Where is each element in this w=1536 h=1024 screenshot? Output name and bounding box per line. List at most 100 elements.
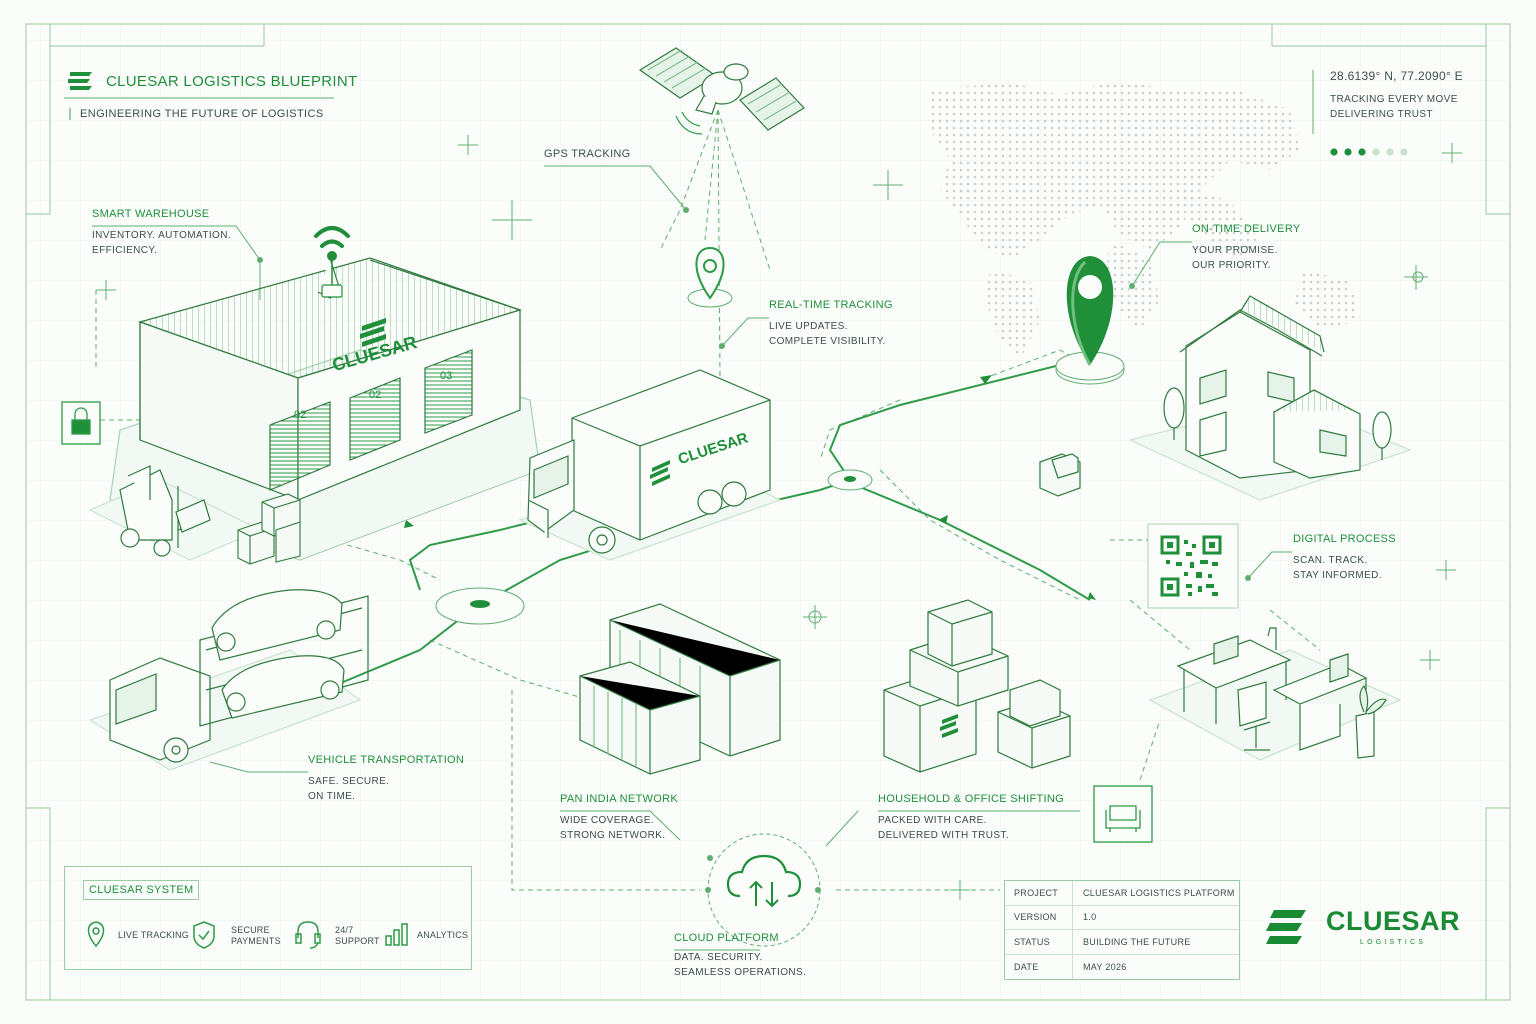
callout-heading: DIGITAL PROCESS — [1293, 533, 1396, 545]
pan-india-network-callout: PAN INDIA NETWORK WIDE COVERAGE. STRONG … — [560, 793, 678, 843]
callout-text: YOUR PROMISE. OUR PRIORITY. — [1192, 243, 1301, 273]
progress-dot — [1400, 148, 1408, 156]
gps-pin-icon — [695, 246, 725, 300]
callout-text: DATA. SECURITY. SEAMLESS OPERATIONS. — [674, 950, 806, 980]
sofa-icon — [1093, 785, 1153, 843]
callout-line-1: SAFE. SECURE. — [308, 776, 390, 787]
page-title: CLUESAR LOGISTICS BLUEPRINT — [106, 73, 358, 90]
office-illustration — [1148, 627, 1402, 761]
callout-text: WIDE COVERAGE. STRONG NETWORK. — [560, 813, 678, 843]
coordinates-tagline: TRACKING EVERY MOVE DELIVERING TRUST — [1330, 92, 1458, 122]
progress-dot — [1358, 148, 1366, 156]
cloud-platform-callout: CLOUD PLATFORM DATA. SECURITY. SEAMLESS … — [674, 932, 806, 980]
outer-frame — [25, 23, 1511, 1001]
brand-logo-wordmark: CLUESAR — [1326, 906, 1461, 936]
door-label-1: 02 — [294, 409, 307, 421]
boxes-illustration — [237, 493, 301, 565]
wifi-icon — [314, 226, 350, 298]
forklift-illustration — [88, 465, 262, 561]
callout-heading: HOUSEHOLD & OFFICE SHIFTING — [878, 793, 1064, 805]
callout-line-1: PACKED WITH CARE. — [878, 815, 987, 826]
table-key: STATUS — [1005, 930, 1073, 954]
callout-line-2: ON TIME. — [308, 791, 356, 802]
callout-line-2: OUR PRIORITY. — [1192, 260, 1271, 271]
house-illustration — [1128, 295, 1412, 501]
leader-lines — [64, 70, 1314, 951]
project-info-table: PROJECT CLUESAR LOGISTICS PLATFORM VERSI… — [1004, 880, 1240, 980]
shifting-boxes-illustration — [883, 453, 1081, 773]
route-arrows — [404, 375, 1096, 600]
shield-check-icon — [193, 921, 215, 949]
truck-logo-mark — [650, 460, 670, 486]
brand-logo-subtext: LOGISTICS — [1360, 939, 1427, 946]
callout-heading: ON-TIME DELIVERY — [1192, 223, 1301, 235]
world-map — [930, 80, 1360, 360]
table-value: MAY 2026 — [1083, 961, 1127, 972]
callout-line-1: LIVE UPDATES. — [769, 321, 848, 332]
callout-heading: SMART WAREHOUSE — [92, 208, 210, 220]
callout-line-1: YOUR PROMISE. — [1192, 245, 1278, 256]
table-row: STATUS BUILDING THE FUTURE — [1005, 930, 1239, 955]
delivery-route — [299, 364, 1091, 701]
digital-process-callout: DIGITAL PROCESS SCAN. TRACK. STAY INFORM… — [1293, 533, 1396, 583]
household-office-shifting-callout: HOUSEHOLD & OFFICE SHIFTING PACKED WITH … — [878, 793, 1064, 843]
callout-text: SCAN. TRACK. STAY INFORMED. — [1293, 553, 1396, 583]
real-time-tracking-callout: REAL-TIME TRACKING LIVE UPDATES. COMPLET… — [769, 299, 893, 349]
callout-line-2: EFFICIENCY. — [92, 245, 158, 256]
callout-line-1: INVENTORY. AUTOMATION. — [92, 230, 232, 241]
cloud-icon — [705, 833, 821, 947]
header-logo-icon — [68, 72, 92, 90]
crosshair-marks — [96, 135, 1462, 900]
callout-text: PACKED WITH CARE. DELIVERED WITH TRUST. — [878, 813, 1064, 843]
car-carrier-illustration — [88, 589, 369, 771]
tagline-line-2: DELIVERING TRUST — [1330, 109, 1433, 120]
callout-line-1: WIDE COVERAGE. — [560, 815, 654, 826]
bar-chart-icon — [385, 923, 408, 946]
callout-line-1: SCAN. TRACK. — [1293, 555, 1368, 566]
callout-text: INVENTORY. AUTOMATION. EFFICIENCY. — [92, 228, 231, 258]
truck-illustration — [518, 369, 782, 561]
vehicle-transportation-callout: VEHICLE TRANSPORTATION SAFE. SECURE. ON … — [308, 754, 464, 804]
delivery-pin-icon — [1066, 256, 1114, 366]
callout-line-2: SEAMLESS OPERATIONS. — [674, 967, 807, 978]
callout-heading: REAL-TIME TRACKING — [769, 299, 893, 311]
callout-line-2: COMPLETE VISIBILITY. — [769, 336, 886, 347]
warehouse-illustration — [109, 257, 541, 561]
gps-tracking-label: GPS TRACKING — [544, 148, 631, 160]
footer-logo-icon — [1266, 910, 1306, 944]
satellite-icon — [638, 47, 805, 135]
lock-icon — [61, 401, 101, 445]
door-label-3: 03 — [440, 370, 453, 382]
table-value: 1.0 — [1083, 912, 1097, 923]
coordinates-readout: 28.6139° N, 77.2090° E — [1330, 69, 1463, 83]
feature-secure-payments: SECURE PAYMENTS — [231, 925, 281, 946]
progress-dot — [1344, 148, 1352, 156]
boxes-logo-mark — [940, 714, 958, 738]
callout-heading: CLOUD PLATFORM — [674, 932, 779, 944]
table-key: VERSION — [1005, 905, 1073, 929]
table-value: BUILDING THE FUTURE — [1083, 936, 1191, 947]
table-key: DATE — [1005, 954, 1073, 979]
page-subtitle: ENGINEERING THE FUTURE OF LOGISTICS — [80, 108, 324, 120]
table-row: PROJECT CLUESAR LOGISTICS PLATFORM — [1005, 881, 1239, 906]
map-pin-icon — [87, 921, 105, 948]
table-value: CLUESAR LOGISTICS PLATFORM — [1083, 887, 1235, 898]
feature-support: 24/7 SUPPORT — [335, 925, 380, 946]
callout-text: SAFE. SECURE. ON TIME. — [308, 774, 464, 804]
smart-warehouse-callout: SMART WAREHOUSE INVENTORY. AUTOMATION. E… — [92, 208, 231, 258]
warehouse-logo-mark — [360, 318, 386, 347]
door-label-2: 02 — [369, 389, 382, 401]
progress-dots — [1330, 148, 1408, 156]
table-key: PROJECT — [1005, 881, 1073, 905]
callout-heading: PAN INDIA NETWORK — [560, 793, 678, 805]
feature-live-tracking: LIVE TRACKING — [118, 930, 189, 940]
callout-line-2: STAY INFORMED. — [1293, 570, 1382, 581]
callout-line-1: DATA. SECURITY. — [674, 952, 763, 963]
containers-illustration — [579, 603, 781, 775]
progress-dot — [1386, 148, 1394, 156]
tagline-line-1: TRACKING EVERY MOVE — [1330, 94, 1458, 105]
qr-code-icon — [1147, 523, 1239, 609]
callout-line-2: DELIVERED WITH TRUST. — [878, 830, 1010, 841]
